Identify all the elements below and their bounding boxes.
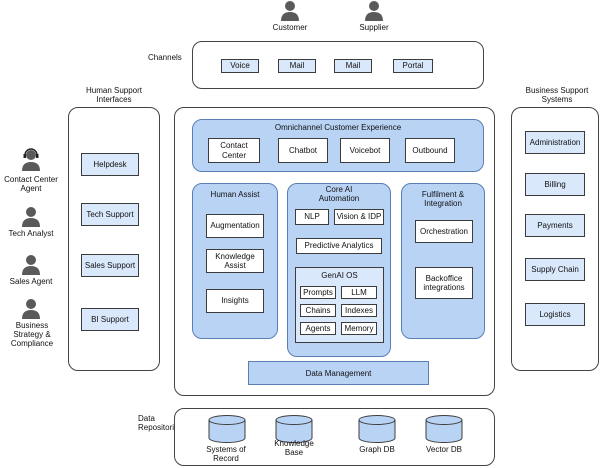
database-icon	[358, 415, 396, 443]
data-management-bar: Data Management	[248, 361, 429, 385]
knowledge-assist-box: Knowledge Assist	[206, 249, 264, 273]
predictive-analytics-box: Predictive Analytics	[296, 238, 382, 254]
logistics-box: Logistics	[525, 303, 585, 326]
prompts-box: Prompts	[300, 286, 336, 299]
sales-support-box: Sales Support	[81, 254, 139, 277]
human-support-title: Human Support Interfaces	[85, 86, 143, 105]
channel-portal: Portal	[393, 59, 433, 73]
headset-person-icon	[22, 148, 40, 171]
database-icon	[208, 415, 246, 443]
billing-box: Billing	[525, 173, 585, 196]
nlp-box: NLP	[295, 209, 329, 225]
llm-box: LLM	[341, 286, 377, 299]
human-support-panel: Helpdesk Tech Support Sales Support BI S…	[68, 107, 160, 371]
sales-agent-label: Sales Agent	[9, 277, 53, 286]
agents-box: Agents	[300, 322, 336, 335]
tech-analyst-label: Tech Analyst	[8, 229, 54, 238]
vector-db	[425, 415, 463, 443]
bi-support-box: BI Support	[81, 308, 139, 331]
supplier-label: Supplier	[359, 23, 389, 32]
business-support-title: Business Support Systems	[525, 86, 589, 105]
sales-agent-actor	[19, 254, 43, 276]
contact-center-agent-actor	[19, 148, 43, 172]
graph-db-label: Graph DB	[359, 445, 395, 454]
fulfilment-title: Fulfilment & Integration	[421, 190, 465, 209]
indexes-box: Indexes	[341, 304, 377, 317]
systems-of-record-db	[208, 415, 246, 443]
channel-mail-1: Mail	[278, 59, 316, 73]
database-icon	[275, 415, 313, 443]
omnichannel-panel: Omnichannel Customer Experience Contact …	[192, 119, 484, 172]
memory-box: Memory	[341, 322, 377, 335]
orchestration-box: Orchestration	[415, 220, 473, 243]
vector-db-label: Vector DB	[425, 445, 462, 454]
omnichannel-title: Omnichannel Customer Experience	[274, 123, 402, 132]
data-repositories-label: Data Repositories	[138, 414, 183, 433]
outbound-box: Outbound	[405, 138, 455, 163]
channel-mail-2: Mail	[334, 59, 372, 73]
voicebot-box: Voicebot	[340, 138, 390, 163]
channel-voice: Voice	[221, 59, 259, 73]
contact-center-box: Contact Center	[208, 138, 260, 163]
person-icon	[22, 255, 40, 275]
business-strategy-actor	[19, 298, 43, 320]
administration-box: Administration	[525, 131, 585, 154]
business-strategy-label: Business Strategy & Compliance	[10, 321, 54, 349]
channels-label: Channels	[148, 53, 182, 62]
graph-db	[358, 415, 396, 443]
backoffice-integrations-box: Backoffice integrations	[415, 267, 473, 299]
knowledge-base-db	[275, 415, 313, 443]
helpdesk-box: Helpdesk	[81, 153, 139, 176]
human-assist-title: Human Assist	[210, 190, 260, 199]
chatbot-box: Chatbot	[278, 138, 328, 163]
contact-center-agent-label: Contact Center Agent	[4, 175, 58, 194]
knowledge-base-label: Knowledge Base	[274, 439, 314, 458]
customer-actor	[278, 0, 302, 22]
core-ai-panel: Core AI Automation NLP Vision & IDP Pred…	[287, 183, 391, 357]
tech-support-box: Tech Support	[81, 203, 139, 226]
augmentation-box: Augmentation	[206, 214, 264, 238]
database-icon	[425, 415, 463, 443]
tech-analyst-actor	[19, 206, 43, 228]
insights-box: Insights	[206, 289, 264, 313]
channels-panel: Voice Mail Mail Portal	[192, 41, 484, 89]
supplier-actor	[362, 0, 386, 22]
person-icon	[22, 207, 40, 227]
chains-box: Chains	[300, 304, 336, 317]
customer-label: Customer	[272, 23, 308, 32]
payments-box: Payments	[525, 214, 585, 237]
systems-of-record-label: Systems of Record	[206, 445, 246, 464]
genai-os-title: GenAI OS	[321, 271, 358, 280]
core-ai-title: Core AI Automation	[318, 185, 360, 204]
genai-os-panel: GenAI OS Prompts LLM Chains Indexes Agen…	[295, 267, 384, 343]
supply-chain-box: Supply Chain	[525, 258, 585, 281]
person-icon	[22, 299, 40, 319]
person-icon	[281, 1, 299, 21]
fulfilment-panel: Fulfilment & Integration Orchestration B…	[401, 183, 485, 339]
vision-idp-box: Vision & IDP	[334, 209, 384, 225]
business-support-panel: Administration Billing Payments Supply C…	[511, 107, 599, 371]
central-platform-panel: Omnichannel Customer Experience Contact …	[174, 107, 495, 396]
data-repositories-panel: Systems of Record Knowledge Base Graph D…	[174, 408, 495, 466]
person-icon	[365, 1, 383, 21]
human-assist-panel: Human Assist Augmentation Knowledge Assi…	[192, 183, 278, 339]
